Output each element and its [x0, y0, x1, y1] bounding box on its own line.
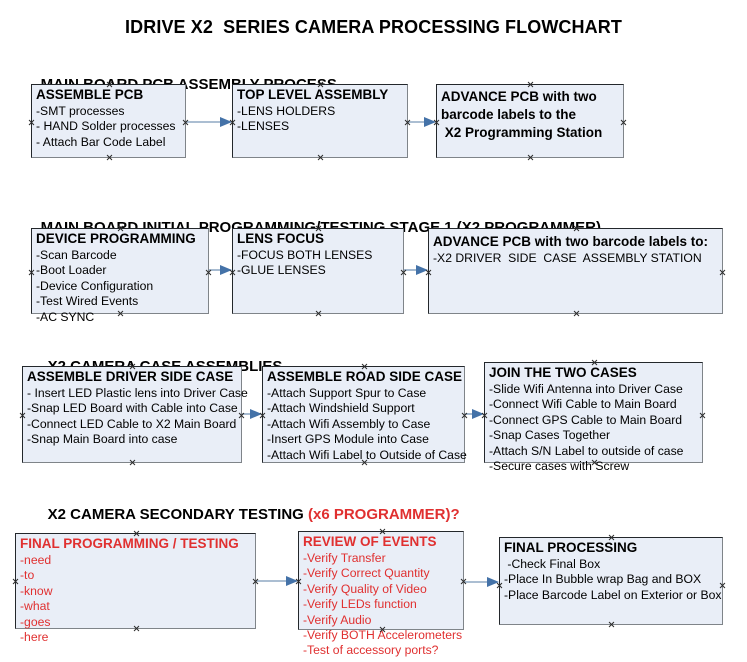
section-heading-4: X2 CAMERA SECONDARY TESTING (x6 PROGRAMM…: [31, 489, 460, 540]
node-join-the-two-cases-item-4: -Attach S/N Label to outside of case: [489, 443, 684, 458]
node-assemble-road-side-case-item-4: -Attach Wifi Label to Outside of Case: [267, 447, 467, 462]
node-final-programming-testing-item-3: -what: [20, 599, 50, 614]
node-device-programming-item-2: -Device Configuration: [36, 278, 154, 293]
node-advance-pcb-station[interactable]: ADVANCE PCB with two barcode labels to t…: [436, 84, 624, 158]
node-lens-focus-item-1: -GLUE LENSES: [237, 263, 326, 278]
node-review-of-events-title: REVIEW OF EVENTS: [303, 534, 437, 549]
node-final-programming-testing-item-2: -know: [20, 583, 53, 598]
node-join-the-two-cases-item-1: -Connect Wifi Cable to Main Board: [489, 397, 677, 412]
node-assemble-driver-side-case[interactable]: ASSEMBLE DRIVER SIDE CASE - Insert LED P…: [22, 366, 248, 463]
node-assemble-driver-side-case-title: ASSEMBLE DRIVER SIDE CASE: [27, 369, 234, 384]
node-assemble-road-side-case-title: ASSEMBLE ROAD SIDE CASE: [267, 369, 463, 384]
node-join-the-two-cases-item-3: -Snap Cases Together: [489, 428, 611, 443]
node-review-of-events-item-1: -Verify Correct Quantity: [303, 566, 430, 581]
node-final-processing-item-0: -Check Final Box: [504, 557, 601, 571]
node-device-programming-item-1: -Boot Loader: [36, 263, 107, 278]
node-advance-pcb-driver-case[interactable]: ADVANCE PCB with two barcode labels to: …: [428, 228, 723, 314]
node-final-processing[interactable]: FINAL PROCESSING -Check Final Box -Place…: [499, 537, 723, 625]
node-device-programming[interactable]: DEVICE PROGRAMMING -Scan Barcode -Boot L…: [31, 228, 209, 324]
node-final-programming-testing[interactable]: FINAL PROGRAMMING / TESTING -need -to -k…: [15, 533, 256, 644]
connector-driver-case-to-road-case: [242, 409, 262, 419]
node-advance-pcb-station-item-1: X2 Programming Station: [441, 124, 603, 140]
section-heading-4-accent: (x6 PROGRAMMER)?: [307, 506, 460, 523]
node-assemble-pcb-item-1: - HAND Solder processes: [36, 119, 176, 134]
node-advance-pcb-driver-case-item-0: -X2 DRIVER SIDE CASE ASSEMBLY STATION: [433, 251, 702, 265]
node-assemble-driver-side-case-item-1: -Snap LED Board with Cable into Case: [27, 401, 238, 416]
node-assemble-pcb[interactable]: ASSEMBLE PCB -SMT processes - HAND Solde…: [31, 84, 186, 158]
node-assemble-pcb-item-0: -SMT processes: [36, 104, 125, 118]
connector-review-to-final-processing: [464, 577, 499, 587]
node-assemble-road-side-case-item-3: -Insert GPS Module into Case: [267, 432, 429, 447]
connector-top-level-to-advance-pcb: [408, 117, 436, 127]
node-assemble-road-side-case[interactable]: ASSEMBLE ROAD SIDE CASE -Attach Support …: [262, 366, 467, 463]
connector-final-programming-to-review: [256, 576, 298, 586]
node-join-the-two-cases-title: JOIN THE TWO CASES: [489, 365, 637, 380]
node-assemble-road-side-case-item-0: -Attach Support Spur to Case: [267, 386, 427, 400]
node-assemble-driver-side-case-item-2: -Connect LED Cable to X2 Main Board: [27, 416, 237, 431]
node-assemble-pcb-item-2: - Attach Bar Code Label: [36, 134, 166, 149]
node-advance-pcb-driver-case-title: ADVANCE PCB with two barcode labels to:: [433, 234, 709, 249]
node-final-programming-testing-item-1: -to: [20, 568, 35, 583]
node-review-of-events-item-2: -Verify Quality of Video: [303, 581, 427, 596]
node-join-the-two-cases-item-0: -Slide Wifi Antenna into Driver Case: [489, 382, 683, 396]
node-final-programming-testing-title: FINAL PROGRAMMING / TESTING: [20, 536, 239, 551]
node-lens-focus[interactable]: LENS FOCUS -FOCUS BOTH LENSES -GLUE LENS…: [232, 228, 404, 314]
node-review-of-events[interactable]: REVIEW OF EVENTS -Verify Transfer -Verif…: [298, 531, 464, 657]
node-join-the-two-cases-item-2: -Connect GPS Cable to Main Board: [489, 412, 683, 427]
node-device-programming-item-4: -AC SYNC: [36, 309, 95, 324]
node-assemble-driver-side-case-item-0: - Insert LED Plastic lens into Driver Ca…: [27, 386, 248, 400]
node-top-level-assembly-item-1: -LENSES: [237, 119, 290, 134]
node-review-of-events-item-6: -Test of accessory ports?: [303, 643, 439, 658]
node-final-programming-testing-item-5: -here: [20, 630, 49, 645]
node-final-processing-item-2: -Place Barcode Label on Exterior or Box: [504, 587, 722, 602]
section-heading-4-text: X2 CAMERA SECONDARY TESTING: [47, 506, 308, 523]
node-device-programming-item-3: -Test Wired Events: [36, 294, 139, 309]
node-join-the-two-cases-item-5: -Secure cases with Screw: [489, 459, 630, 474]
node-assemble-driver-side-case-item-3: -Snap Main Board into case: [27, 432, 178, 447]
node-join-the-two-cases[interactable]: JOIN THE TWO CASES -Slide Wifi Antenna i…: [484, 362, 703, 473]
node-top-level-assembly[interactable]: TOP LEVEL ASSEMBLY -LENS HOLDERS -LENSES: [232, 84, 408, 158]
node-final-programming-testing-item-0: -need: [20, 553, 52, 567]
node-device-programming-title: DEVICE PROGRAMMING: [36, 231, 196, 246]
node-review-of-events-item-3: -Verify LEDs function: [303, 597, 417, 612]
connector-assemble-pcb-to-top-level: [186, 117, 232, 127]
node-top-level-assembly-item-0: -LENS HOLDERS: [237, 104, 336, 118]
node-device-programming-item-0: -Scan Barcode: [36, 248, 117, 262]
connector-device-programming-to-lens-focus: [209, 265, 232, 275]
node-advance-pcb-station-item-0: barcode labels to the: [441, 107, 577, 122]
node-review-of-events-item-0: -Verify Transfer: [303, 551, 386, 565]
node-top-level-assembly-title: TOP LEVEL ASSEMBLY: [237, 87, 389, 102]
connector-road-case-to-join-cases: [465, 409, 484, 419]
node-lens-focus-item-0: -FOCUS BOTH LENSES: [237, 248, 373, 262]
node-assemble-road-side-case-item-1: -Attach Windshield Support: [267, 401, 415, 416]
node-final-programming-testing-item-4: -goes: [20, 614, 51, 629]
node-review-of-events-item-5: -Verify BOTH Accelerometers: [303, 628, 463, 643]
node-assemble-pcb-title: ASSEMBLE PCB: [36, 87, 144, 102]
node-final-processing-item-1: -Place In Bubble wrap Bag and BOX: [504, 572, 702, 587]
connector-lens-focus-to-advance-pcb-driver: [404, 265, 428, 275]
page-title: IDRIVE X2 SERIES CAMERA PROCESSING FLOWC…: [125, 17, 622, 37]
node-advance-pcb-station-title: ADVANCE PCB with two: [441, 89, 597, 104]
node-assemble-road-side-case-item-2: -Attach Wifi Assembly to Case: [267, 416, 431, 431]
node-final-processing-title: FINAL PROCESSING: [504, 540, 638, 555]
node-review-of-events-item-4: -Verify Audio: [303, 612, 372, 627]
node-lens-focus-title: LENS FOCUS: [237, 231, 325, 246]
